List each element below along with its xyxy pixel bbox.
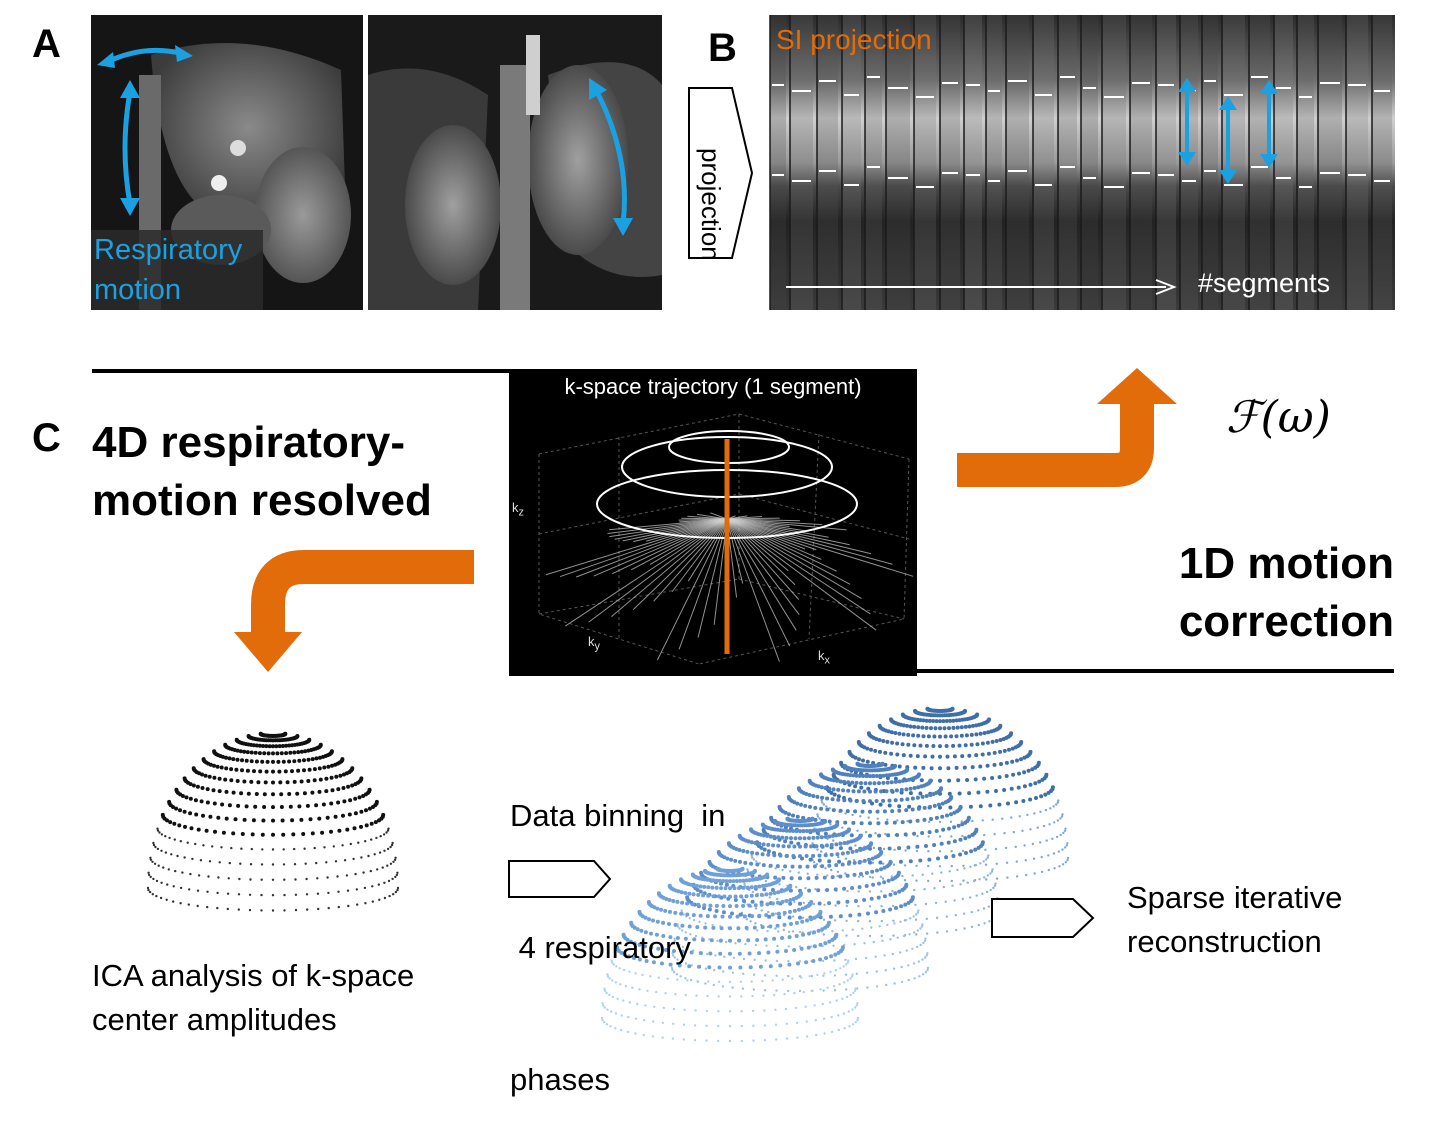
- segments-axis-label: #segments: [1198, 268, 1331, 298]
- heading-4d-resolved: 4D respiratory- motion resolved: [92, 414, 432, 530]
- si-projection-title: SI projection: [776, 24, 932, 55]
- motion-arrow-double-1: [1178, 78, 1196, 166]
- kspace-dome-black: [146, 731, 400, 912]
- motion-arrow-double-3: [1260, 80, 1278, 168]
- panel-b-letter: B: [708, 26, 737, 70]
- segments-axis-arrow: [786, 279, 1177, 295]
- panel-a-letter: A: [32, 22, 61, 66]
- heading-4d-resolved-line-2: motion resolved: [92, 476, 432, 525]
- heading-1d-correction-line-1: 1D motion: [1178, 539, 1394, 588]
- kspace-trajectory-plot: [538, 413, 914, 665]
- respiratory-motion-label: Respiratory motion: [94, 230, 242, 310]
- sparse-recon-label: Sparse iterative reconstruction: [1127, 876, 1342, 964]
- kspace-dome-blue-stack: [600, 706, 1070, 1043]
- sparse-recon-line-2: reconstruction: [1127, 924, 1322, 959]
- motion-arrow-horizontal: [97, 45, 193, 68]
- respiratory-motion-line-1: Respiratory: [94, 234, 243, 266]
- data-binning-label: Data binning in 4 respiratory phases: [510, 706, 725, 1146]
- divider-line-bottom: [916, 669, 1394, 673]
- data-binning-line-3: phases: [510, 1062, 610, 1097]
- data-binning-line-2: 4 respiratory: [510, 930, 691, 965]
- kspace-axis-z: kz: [512, 500, 524, 519]
- orange-arrow-up: [957, 368, 1177, 487]
- projection-arrow-label: projection: [695, 148, 726, 261]
- heading-1d-correction-line-2: correction: [1178, 597, 1394, 646]
- motion-arrow-double-2: [1219, 96, 1237, 184]
- respiratory-motion-line-2: motion: [94, 274, 182, 306]
- fourier-transform-symbol: ℱ(ω): [1226, 392, 1331, 443]
- ica-analysis-line-1: ICA analysis of k-space: [92, 958, 415, 993]
- projection-arrow-shape: [688, 87, 754, 259]
- data-binning-line-1: Data binning in: [510, 798, 726, 833]
- orange-arrow-down: [234, 550, 474, 672]
- motion-arrow-vertical: [120, 80, 140, 216]
- heading-1d-correction: 1D motion correction: [1130, 535, 1394, 651]
- mri-coronal-image-right: [368, 15, 662, 310]
- mri-coronal-image-left: [91, 15, 363, 310]
- si-projection-plot: [769, 15, 1395, 310]
- sparse-recon-line-1: Sparse iterative: [1127, 880, 1343, 915]
- kspace-axis-x: kx: [818, 648, 830, 667]
- kspace-trajectory-title: k-space trajectory (1 segment): [564, 374, 862, 399]
- heading-4d-resolved-line-1: 4D respiratory-: [92, 418, 406, 467]
- kspace-axis-y: ky: [588, 634, 600, 653]
- ica-analysis-line-2: center amplitudes: [92, 1002, 337, 1037]
- panel-c-letter: C: [32, 416, 61, 460]
- recon-arrow: [991, 898, 1095, 938]
- binning-arrow: [508, 860, 612, 898]
- ica-analysis-label: ICA analysis of k-space center amplitude…: [92, 954, 414, 1042]
- motion-arrow-curved: [589, 78, 633, 236]
- divider-line-top: [92, 369, 510, 373]
